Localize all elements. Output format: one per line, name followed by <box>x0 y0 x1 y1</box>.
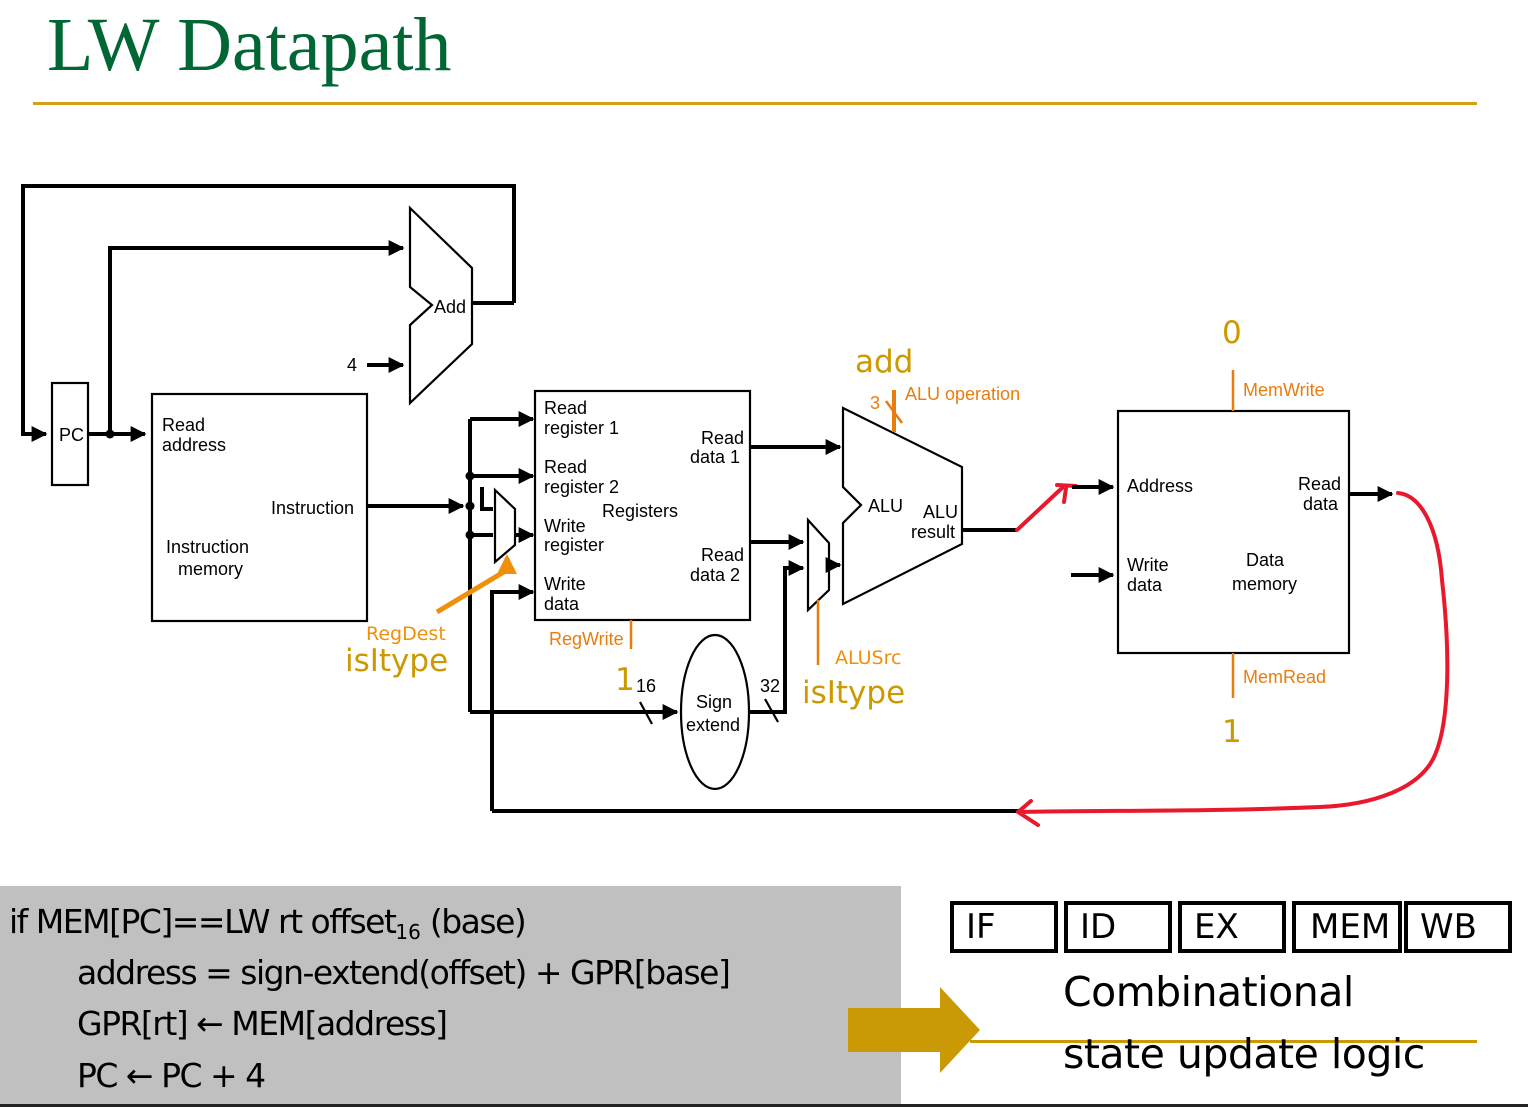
port-read-register-2-l2: register 2 <box>544 477 619 497</box>
stage-id: ID <box>1064 901 1172 953</box>
alu-to-address-highlight <box>1015 483 1078 532</box>
port-read-data-2-l2: data 2 <box>690 565 740 585</box>
pc-label: PC <box>59 425 84 445</box>
semantics-line-1: if MEM[PC]==LW rt offset16 (base) <box>9 902 527 944</box>
memread-label: MemRead <box>1243 667 1326 687</box>
registers-label: Registers <box>602 501 678 521</box>
dmem-read-line1: Read <box>1298 474 1341 494</box>
imem-instruction-label: Instruction <box>271 498 354 518</box>
regwrite-value: 1 <box>615 662 635 698</box>
stage-ex: EX <box>1178 901 1286 953</box>
port-read-data-1-l1: Read <box>701 428 744 448</box>
port-write-data-l2: data <box>544 594 580 614</box>
stage-mem: MEM <box>1292 901 1402 953</box>
port-read-register-2-l1: Read <box>544 457 587 477</box>
sign-extend-unit <box>679 633 751 791</box>
regdest-label: RegDest <box>366 623 446 645</box>
caption-line-1: Combinational <box>1063 968 1354 1016</box>
width-slash-32 <box>764 698 779 723</box>
port-read-data-1-l2: data 1 <box>690 447 740 467</box>
dmem-name-line1: Data <box>1246 550 1285 570</box>
memwrite-value: 0 <box>1222 315 1242 351</box>
port-write-register-l1: Write <box>544 516 586 536</box>
dmem-address-label: Address <box>1127 476 1193 496</box>
width-32-label: 32 <box>760 676 780 696</box>
imem-name-line2: memory <box>178 559 243 579</box>
note-divider <box>970 1040 1477 1043</box>
stage-wb: WB <box>1404 901 1512 953</box>
bottom-border <box>0 1104 1528 1107</box>
alusrc-label: ALUSrc <box>835 647 901 669</box>
adder-constant: 4 <box>347 355 357 375</box>
aluop-width: 3 <box>870 393 880 413</box>
right-arrow-icon <box>848 987 980 1073</box>
alu <box>841 406 964 606</box>
regdest-value: isItype <box>345 643 448 679</box>
lw-semantics-box: if MEM[PC]==LW rt offset16 (base) addres… <box>0 886 901 1107</box>
dmem-read-line2: data <box>1303 494 1339 514</box>
port-write-register-l2: register <box>544 535 604 555</box>
pc-next-wire <box>21 184 516 442</box>
sign-extended-wire <box>749 560 805 714</box>
semantics-line-4: PC ← PC + 4 <box>77 1056 266 1095</box>
data-memory <box>1116 409 1351 655</box>
imem-read-label: Read <box>162 415 205 435</box>
title-divider <box>33 102 1477 105</box>
instruction-memory <box>150 392 369 623</box>
rt-to-mux-wire <box>480 487 493 511</box>
stage-if: IF <box>950 901 1058 953</box>
aluop-value: add <box>855 344 913 380</box>
writeback-wire <box>490 584 535 811</box>
caption-line-2: state update logic <box>1063 1030 1425 1078</box>
alu-result-line1: ALU <box>923 502 958 522</box>
adder-label: Add <box>434 297 466 317</box>
port-read-register-1-l1: Read <box>544 398 587 418</box>
sign-extend-line1: Sign <box>696 692 732 712</box>
alusrc-value: isItype <box>802 675 905 711</box>
slide-title: LW Datapath <box>47 3 452 87</box>
semantics-line-2: address = sign-extend(offset) + GPR[base… <box>77 953 731 992</box>
memory-to-writeback-highlight <box>1016 491 1450 827</box>
memread-value: 1 <box>1222 714 1242 750</box>
dmem-name-line2: memory <box>1232 574 1297 594</box>
pc-register <box>50 381 90 487</box>
imem-name-line1: Instruction <box>166 537 249 557</box>
regwrite-label: RegWrite <box>549 629 624 649</box>
port-write-data-l1: Write <box>544 574 586 594</box>
sign-extend-line2: extend <box>686 715 740 735</box>
dmem-write-line1: Write <box>1127 555 1169 575</box>
imem-address-label: address <box>162 435 226 455</box>
regdest-mux <box>493 487 517 565</box>
aluop-label: ALU operation <box>905 384 1020 404</box>
semantics-line-3: GPR[rt] ← MEM[address] <box>77 1004 448 1043</box>
pipeline-stages: IF ID EX MEM WB <box>950 901 1518 953</box>
pc-adder <box>408 205 474 406</box>
alu-result-line2: result <box>911 522 955 542</box>
dmem-write-line2: data <box>1127 575 1163 595</box>
width-slash-16 <box>639 701 653 725</box>
port-read-register-1-l2: register 1 <box>544 418 619 438</box>
lw-datapath-diagram: PC Add 4 Read address Instruction Instru… <box>21 184 1450 827</box>
width-16-label: 16 <box>636 676 656 696</box>
pc-to-adder-wire <box>108 240 405 434</box>
port-read-data-2-l1: Read <box>701 545 744 565</box>
alu-label: ALU <box>868 496 903 516</box>
alusrc-mux <box>806 517 831 613</box>
memwrite-label: MemWrite <box>1243 380 1325 400</box>
regdest-control-wire <box>435 554 517 615</box>
register-file <box>533 389 752 622</box>
